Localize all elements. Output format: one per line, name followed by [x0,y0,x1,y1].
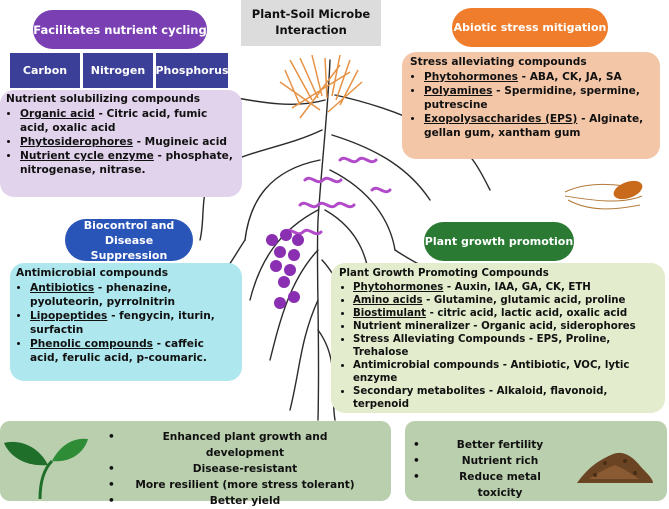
list-item: Enhanced plant growth and development [108,429,360,461]
list-item: Reduce metal toxicity [413,469,565,501]
nutrient-compounds-heading: Nutrient solubilizing compounds [6,93,201,105]
list-item: Better fertility [413,437,565,453]
soil-pile-icon [577,452,653,483]
growth-compounds-box: Plant Growth Promoting Compounds Phytoho… [331,263,665,413]
list-item: Antimicrobial compounds - Antibiotic, VO… [353,359,659,385]
list-item: Phytohormones - ABA, CK, JA, SA [424,71,652,85]
plant-outcomes-box: Enhanced plant growth and development Di… [0,421,391,509]
rod-bacterium-icon [564,180,643,210]
element-carbon: Carbon [10,53,80,88]
list-item: Disease-resistant [108,461,360,477]
filamentous-microbes [283,105,468,236]
list-item: Nutrient rich [413,453,565,469]
rhizosphere-bacteria-cluster [279,54,363,119]
element-phosphorus: Phosphorus [155,53,229,88]
cocci-microbes [266,229,304,309]
plant-growth-pill: Plant growth promotion [424,222,574,261]
list-item: Exopolysaccharides (EPS) - Alginate, gel… [424,113,652,141]
biocontrol-label-line2: Disease Suppression [90,233,168,262]
biocontrol-label-line1: Biocontrol and [83,218,175,232]
list-item: More resilient (more stress tolerant) [108,477,360,493]
soil-outcomes-box: Better fertility Nutrient rich Reduce me… [405,421,667,501]
title-line-2: Interaction [275,23,347,37]
nutrient-cycling-pill: Facilitates nutrient cycling [33,10,207,49]
list-item: Stress Alleviating Compounds - EPS, Prol… [353,333,659,359]
list-item: Phenolic compounds - caffeic acid, ferul… [30,338,236,366]
nutrient-cycling-label: Facilitates nutrient cycling [33,22,207,37]
biocontrol-compounds-box: Antimicrobial compounds Antibiotics - ph… [10,263,242,381]
list-item: Organic acid - Citric acid, fumic acid, … [20,108,236,136]
list-item: Antibiotics - phenazine, pyoluteorin, py… [30,282,236,310]
list-item: Phytohormones - Auxin, IAA, GA, CK, ETH [353,281,659,294]
list-item: Nutrient cycle enzyme - phosphate, nitro… [20,150,236,178]
nutrient-compounds-box: Nutrient solubilizing compounds Organic … [0,90,242,197]
list-item: Biostimulant - citric acid, lactic acid,… [353,307,659,320]
list-item: Polyamines - Spermidine, spermine, putre… [424,85,652,113]
list-item: Nutrient mineralizer - Organic acid, sid… [353,320,659,333]
abiotic-stress-label: Abiotic stress mitigation [453,21,607,34]
list-item: Better yield [108,493,360,509]
diagram-title: Plant-Soil Microbe Interaction [241,0,381,46]
growth-compounds-heading: Plant Growth Promoting Compounds [339,268,549,279]
list-item: Lipopeptides - fengycin, iturin, surfact… [30,310,236,338]
element-nitrogen: Nitrogen [83,53,153,88]
abiotic-stress-pill: Abiotic stress mitigation [452,8,608,47]
seedling-icon [4,438,88,500]
abiotic-compounds-box: Stress alleviating compounds Phytohormon… [402,52,660,159]
list-item: Secondary metabolites - Alkaloid, flavon… [353,385,659,411]
abiotic-compounds-heading: Stress alleviating compounds [410,56,587,68]
biocontrol-pill: Biocontrol and Disease Suppression [65,218,193,262]
list-item: Phytosiderophores - Mugineic acid [20,136,236,150]
list-item: Amino acids - Glutamine, glutamic acid, … [353,294,659,307]
title-line-1: Plant-Soil Microbe [251,7,371,21]
biocontrol-compounds-heading: Antimicrobial compounds [16,267,169,279]
plant-growth-label: Plant growth promotion [424,235,574,248]
